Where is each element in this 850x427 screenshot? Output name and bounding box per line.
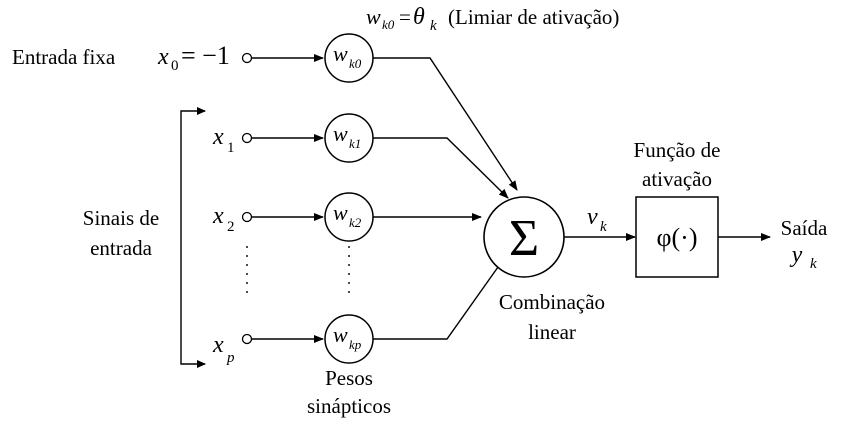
fixed-input-label: Entrada fixa (12, 45, 116, 69)
wk2-subscript: k2 (349, 215, 362, 230)
combiner-label-line2: linear (528, 320, 576, 344)
phi-symbol: φ(·) (657, 223, 698, 252)
x0-value: = −1 (181, 41, 230, 70)
yk-subscript: k (810, 256, 817, 272)
theta-symbol: θ (413, 4, 425, 30)
bracket-top-arrowhead (197, 107, 206, 115)
terminal-x0 (241, 52, 253, 64)
wkp-w: w (333, 322, 348, 347)
output-label: Saída (781, 216, 828, 240)
xp-subscript: p (226, 350, 235, 366)
threshold-annotation: w k0 = θ k (Limiar de ativação) (366, 4, 619, 34)
activation-label-line1: Função de (634, 138, 721, 162)
connection-wk0-sum (373, 57, 518, 191)
input-signals: x 1 x 2 x p (212, 124, 350, 366)
x1-subscript: 1 (227, 140, 235, 156)
weight-wkp: w kp (324, 314, 374, 364)
weight-wk1: w k1 (324, 113, 374, 163)
activation-function-box: φ(·) (635, 196, 719, 278)
terminal-x2 (241, 211, 253, 223)
weight-wk0: w k0 (324, 33, 374, 83)
yk-symbol: y (790, 242, 803, 268)
combiner-label-line1: Combinação (499, 290, 605, 314)
input-terminals (241, 52, 253, 345)
vk-symbol: v (587, 204, 598, 230)
sigma-symbol: Σ (509, 210, 539, 267)
threshold-equals: = (399, 5, 411, 29)
x2-symbol: x (212, 203, 224, 229)
wk0-subscript: k0 (349, 56, 362, 71)
x0-subscript: 0 (171, 58, 179, 74)
x2-subscript: 2 (227, 219, 235, 235)
wk1-w: w (333, 121, 348, 146)
threshold-w-subscript: k0 (382, 17, 395, 32)
weights-label-line1: Pesos (325, 366, 373, 390)
weights-label-line2: sinápticos (307, 394, 391, 418)
x1-symbol: x (212, 124, 224, 150)
fixed-input-row: Entrada fixa x 0 = −1 (12, 41, 230, 74)
vk-subscript: k (600, 219, 607, 235)
weight-to-sum-connections (373, 57, 518, 340)
summation-junction: Σ (483, 196, 565, 278)
input-to-weight-arrows (252, 54, 324, 343)
wk2-w: w (333, 200, 348, 225)
bracket-bottom-arrowhead (197, 360, 206, 368)
wk0-w: w (333, 41, 348, 66)
input-signals-bracket: Sinais de entrada (83, 107, 206, 368)
theta-subscript: k (430, 18, 437, 34)
weight-wk2: w k2 (324, 192, 374, 242)
threshold-w-symbol: w (366, 4, 381, 29)
connection-wkp-sum (373, 259, 504, 340)
terminal-xp (241, 333, 253, 345)
connection-wk1-sum (373, 137, 509, 199)
input-signals-label-line2: entrada (90, 236, 152, 260)
terminal-x1 (241, 132, 253, 144)
xp-symbol: x (212, 332, 224, 358)
wk1-subscript: k1 (349, 136, 361, 151)
x0-symbol: x (157, 44, 169, 70)
threshold-label: (Limiar de ativação) (448, 5, 619, 29)
bracket-line (180, 110, 205, 365)
synaptic-weights: w k0 w k1 w k2 w kp (324, 33, 374, 364)
activation-label-line2: ativação (642, 167, 712, 191)
input-signals-label-line1: Sinais de (83, 206, 159, 230)
wkp-subscript: kp (349, 337, 362, 352)
